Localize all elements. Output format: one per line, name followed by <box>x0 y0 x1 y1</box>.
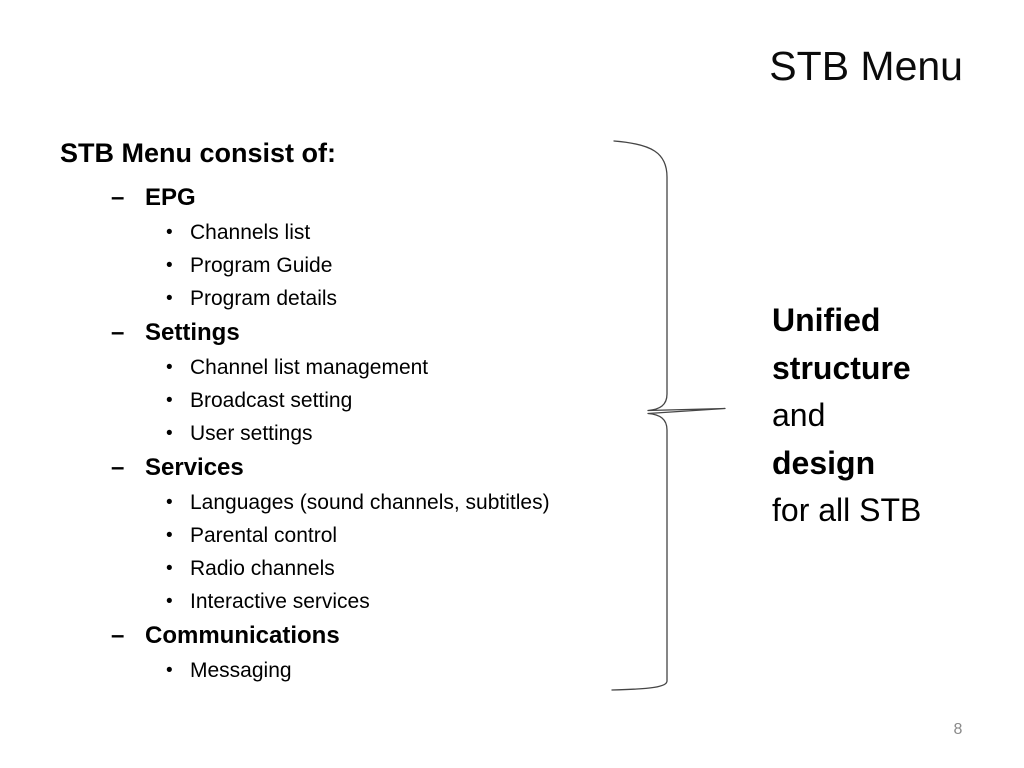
callout-line: design <box>772 444 876 481</box>
list-item-label: Radio channels <box>190 556 335 580</box>
callout-line: structure <box>772 349 911 386</box>
dash-marker: – <box>111 184 125 211</box>
bullet-marker: • <box>166 590 173 612</box>
list-item: • Program details <box>60 282 640 315</box>
list-item-label: Broadcast setting <box>190 388 353 412</box>
bullet-marker: • <box>166 221 173 243</box>
section-label: Settings <box>145 319 240 346</box>
callout-line: Unified <box>772 302 881 338</box>
list-item-label: Program Guide <box>190 253 333 277</box>
list-item: • Channels list <box>60 216 640 249</box>
dash-marker: – <box>111 454 125 481</box>
list-item-label: Languages (sound channels, subtitles) <box>190 490 550 514</box>
list-item: • User settings <box>60 417 640 450</box>
list-item-label: User settings <box>190 421 313 445</box>
bullet-marker: • <box>166 659 173 681</box>
bullet-marker: • <box>166 491 173 513</box>
section-epg: – EPG <box>60 180 640 216</box>
bullet-marker: • <box>166 287 173 309</box>
bullet-marker: • <box>166 389 173 411</box>
section-communications: – Communications <box>60 618 640 654</box>
list-item: • Interactive services <box>60 585 640 618</box>
list-heading: STB Menu consist of: <box>60 138 336 168</box>
list-item: • Broadcast setting <box>60 384 640 417</box>
list-item-label: Interactive services <box>190 589 370 613</box>
bullet-marker: • <box>166 356 173 378</box>
section-settings: – Settings <box>60 315 640 351</box>
list-item-label: Channel list management <box>190 355 429 379</box>
callout-line: and <box>772 397 826 433</box>
bullet-marker: • <box>166 422 173 444</box>
section-label: Services <box>145 454 244 481</box>
list-item: • Radio channels <box>60 552 640 585</box>
bullet-list-content: STB Menu consist of: – EPG • Channels li… <box>60 136 640 687</box>
list-item: • Messaging <box>60 654 640 687</box>
list-item: • Channel list management <box>60 351 640 384</box>
dash-marker: – <box>111 319 125 346</box>
dash-marker: – <box>111 622 125 649</box>
section-label: EPG <box>145 184 196 211</box>
slide-title: STB Menu <box>769 43 963 89</box>
list-item: • Parental control <box>60 519 640 552</box>
list-item: • Program Guide <box>60 249 640 282</box>
list-item-label: Messaging <box>190 658 292 682</box>
list-item-label: Channels list <box>190 220 311 244</box>
bullet-marker: • <box>166 524 173 546</box>
callout-line: for all STB <box>772 492 922 528</box>
bullet-marker: • <box>166 557 173 579</box>
list-item-label: Parental control <box>190 523 338 547</box>
section-label: Communications <box>145 622 340 649</box>
page-number: 8 <box>953 721 963 738</box>
section-services: – Services <box>60 450 640 486</box>
callout-text: Unified structure and design for all STB <box>772 297 921 535</box>
list-item: • Languages (sound channels, subtitles) <box>60 486 640 519</box>
list-item-label: Program details <box>190 286 338 310</box>
bullet-marker: • <box>166 254 173 276</box>
